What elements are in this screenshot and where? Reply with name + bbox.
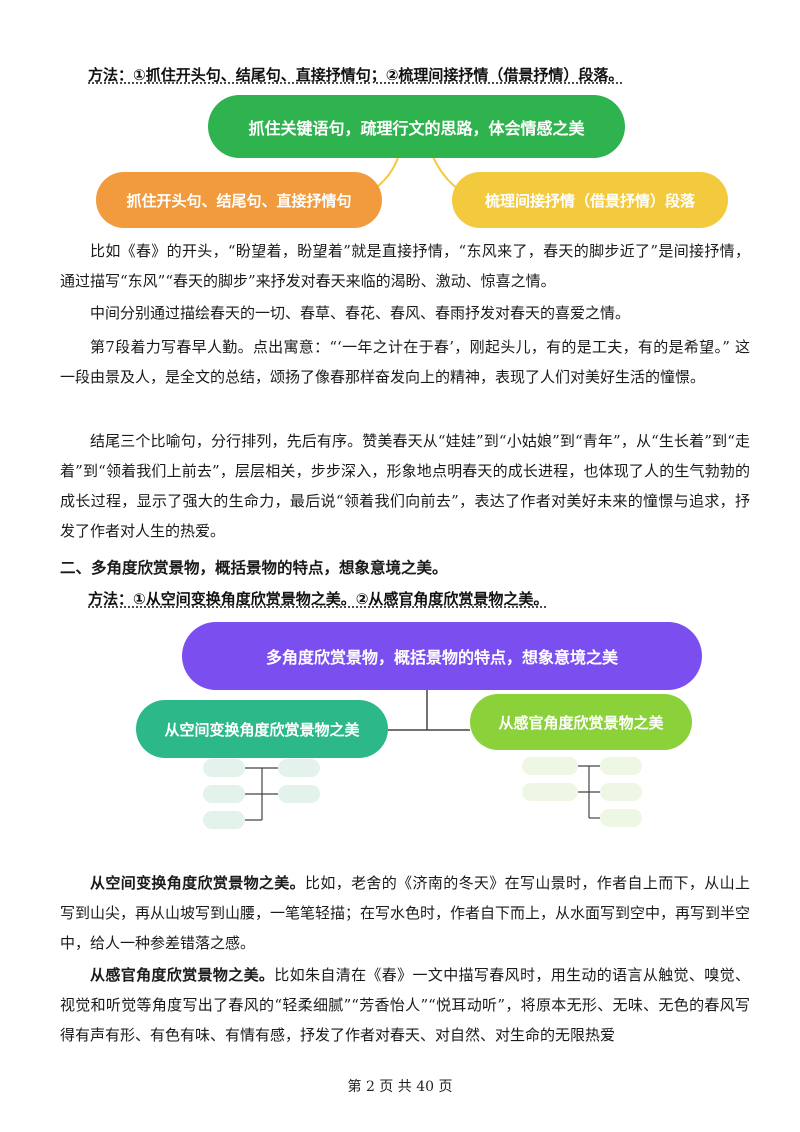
diagram1-left-node: 抓住开头句、结尾句、直接抒情句 — [96, 172, 382, 228]
paragraph: 从感官角度欣赏景物之美。比如朱自清在《春》一文中描写春风时，用生动的语言从触觉、… — [60, 960, 750, 1050]
empty-subnode — [522, 783, 578, 801]
method-line-2: 方法：①从空间变换角度欣赏景物之美。②从感官角度欣赏景物之美。 — [88, 590, 549, 608]
paragraph-text: 比如，老舍的《济南的冬天》在写山景时，作者自上而下，从山上写到山尖，再从山坡写到… — [60, 874, 751, 952]
empty-subnode — [203, 759, 245, 777]
empty-subnode — [600, 783, 642, 801]
empty-subnode — [203, 811, 245, 829]
page-footer: 第 2 页 共 40 页 — [347, 1079, 453, 1095]
diagram2-right-node: 从感官角度欣赏景物之美 — [470, 694, 692, 750]
diagram1-root-node: 抓住关键语句，疏理行文的思路，体会情感之美 — [208, 95, 625, 158]
paragraph: 第7段着力写春早人勤。点出寓意：“‘一年之计在于春’，刚起头儿，有的是工夫，有的… — [60, 338, 750, 386]
paragraph-lead: 从空间变换角度欣赏景物之美。 — [90, 874, 305, 892]
empty-subnode — [203, 785, 245, 803]
paragraph: 中间分别通过描绘春天的一切、春草、春花、春风、春雨抒发对春天的喜爱之情。 — [90, 304, 631, 322]
paragraph: 结尾三个比喻句，分行排列，先后有序。赞美春天从“娃娃”到“小姑娘”到“青年”，从… — [60, 432, 750, 540]
diagram2-left-node: 从空间变换角度欣赏景物之美 — [136, 700, 388, 758]
paragraph: 从空间变换角度欣赏景物之美。比如，老舍的《济南的冬天》在写山景时，作者自上而下，… — [60, 868, 750, 958]
paragraph-text: 比如朱自清在《春》一文中描写春风时，用生动的语言从触觉、嗅觉、视觉和听觉等角度写… — [60, 966, 750, 1044]
diagram1-right-node: 梳理间接抒情（借景抒情）段落 — [452, 172, 728, 228]
method-line-1: 方法：①抓住开头句、结尾句、直接抒情句；②梳理间接抒情（借景抒情）段落。 — [88, 66, 624, 84]
empty-subnode — [600, 809, 642, 827]
empty-subnode — [600, 757, 642, 775]
paragraph-lead: 从感官角度欣赏景物之美。 — [90, 966, 275, 984]
empty-subnode — [522, 757, 578, 775]
diagram2-root-node: 多角度欣赏景物，概括景物的特点，想象意境之美 — [182, 622, 702, 690]
section-heading: 二、多角度欣赏景物，概括景物的特点，想象意境之美。 — [60, 559, 448, 577]
empty-subnode — [278, 759, 320, 777]
paragraph: 比如《春》的开头，“盼望着，盼望着”就是直接抒情，“东风来了，春天的脚步近了”是… — [60, 242, 750, 290]
empty-subnode — [278, 785, 320, 803]
